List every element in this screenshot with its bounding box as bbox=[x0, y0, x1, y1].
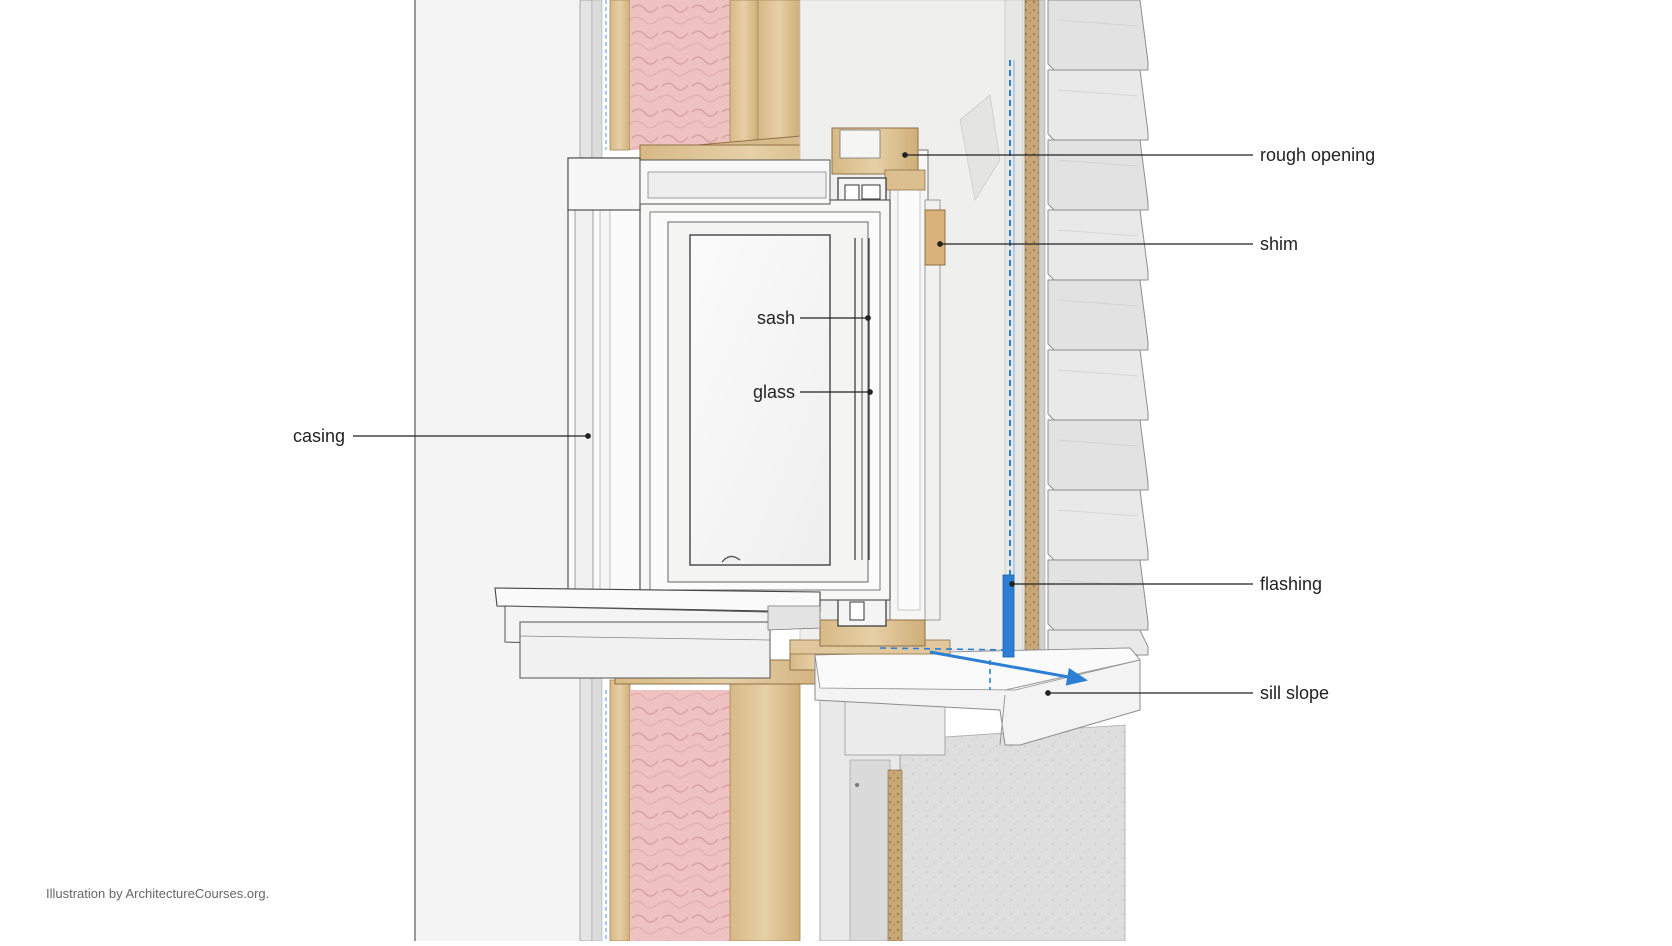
sill-pan bbox=[789, 639, 1141, 756]
window-jamb bbox=[819, 127, 946, 647]
siding bbox=[1047, 0, 1149, 657]
siding-grain bbox=[1057, 19, 1139, 27]
siding-board bbox=[1047, 559, 1149, 631]
siding-board bbox=[1047, 139, 1149, 211]
siding-grain bbox=[1057, 509, 1139, 517]
siding-board bbox=[1047, 69, 1149, 141]
siding-grain bbox=[1057, 159, 1139, 167]
lower-insulation bbox=[609, 639, 841, 942]
siding-grain bbox=[1057, 89, 1139, 97]
upper-insulation bbox=[609, 0, 801, 151]
leader-lines bbox=[353, 152, 1253, 696]
label-flashing: flashing bbox=[1260, 574, 1322, 594]
siding-board bbox=[1047, 0, 1149, 71]
flashing-path bbox=[879, 574, 1088, 690]
label-sill-slope: sill slope bbox=[1260, 683, 1329, 703]
wrb-line bbox=[1009, 60, 1015, 580]
label-sash: sash bbox=[757, 308, 795, 328]
siding-grain bbox=[1057, 299, 1139, 307]
shim-block bbox=[924, 209, 946, 266]
interior-stool bbox=[494, 587, 821, 679]
siding-grain bbox=[1057, 369, 1139, 377]
label-glass: glass bbox=[753, 382, 795, 402]
glass-pane bbox=[689, 234, 831, 566]
siding-board bbox=[1047, 209, 1149, 281]
illustration-credit: Illustration by ArchitectureCourses.org. bbox=[46, 886, 269, 901]
label-casing: casing bbox=[293, 426, 345, 446]
window-frame bbox=[629, 199, 891, 601]
siding-grain bbox=[1057, 229, 1139, 237]
label-rough-opening: rough opening bbox=[1260, 145, 1375, 165]
siding-board bbox=[1047, 489, 1149, 561]
siding-board bbox=[1047, 279, 1149, 351]
siding-grain bbox=[1057, 579, 1139, 587]
siding-board bbox=[1047, 419, 1149, 491]
label-shim: shim bbox=[1260, 234, 1298, 254]
apron bbox=[519, 621, 771, 679]
interior-casing bbox=[567, 157, 831, 591]
siding-grain bbox=[1057, 439, 1139, 447]
siding-board bbox=[1047, 349, 1149, 421]
